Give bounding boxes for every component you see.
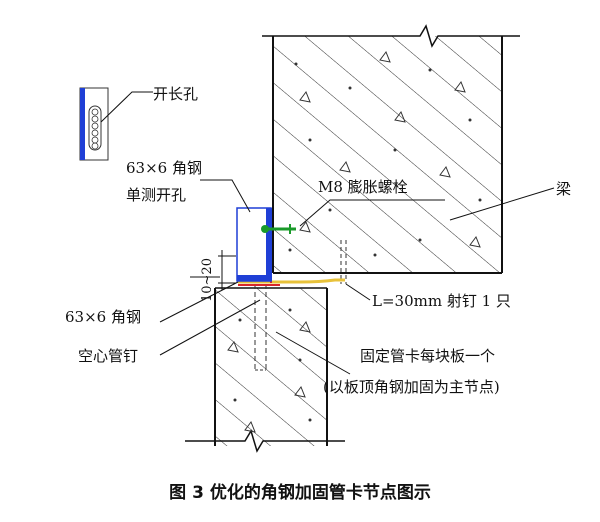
slotted-angle-detail	[79, 87, 109, 161]
label-angle-top-1: 63×6 角钢	[126, 159, 202, 177]
label-gap: 10~20	[200, 258, 215, 302]
label-angle-bottom: 63×6 角钢	[65, 308, 141, 326]
label-angle-top-2: 单测开孔	[126, 186, 186, 204]
label-beam: 梁	[556, 180, 571, 198]
m8-expansion-bolt	[261, 224, 296, 234]
label-bolt: M8 膨胀螺栓	[318, 178, 408, 196]
pipe-clamp-plate	[238, 278, 345, 284]
label-nail: L=30mm 射钉 1 只	[372, 292, 511, 310]
figure-caption: 图 3 优化的角钢加固管卡节点图示	[169, 482, 431, 503]
label-clamp-2: (以板顶角钢加固为主节点)	[323, 378, 500, 396]
shot-nail	[340, 240, 347, 284]
leader-lines	[100, 91, 555, 375]
label-clamp-1: 固定管卡每块板一个	[360, 347, 495, 365]
label-slot: 开长孔	[153, 85, 198, 103]
wall-concrete	[185, 287, 345, 453]
hollow-pipe-nail	[254, 284, 267, 371]
angle-steel-main	[236, 207, 272, 282]
beam-concrete	[262, 24, 520, 274]
label-hollow-nail: 空心管钉	[78, 347, 138, 365]
